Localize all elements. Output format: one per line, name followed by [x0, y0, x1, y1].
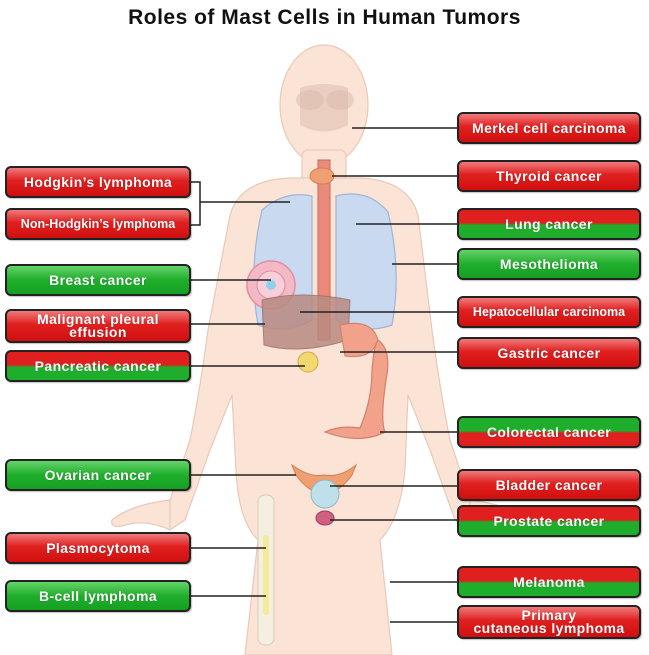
label-malignant-pleural-effusion: Malignant pleural effusion — [5, 309, 191, 343]
label-thyroid-cancer: Thyroid cancer — [457, 160, 641, 192]
label-melanoma: Melanoma — [457, 566, 641, 598]
pancreas — [297, 351, 319, 373]
thyroid — [309, 167, 335, 185]
label-non-hodgkins-lymphoma: Non-Hodgkin’s lymphoma — [5, 208, 191, 240]
label-hepatocellular-carcinoma: Hepatocellular carcinoma — [457, 296, 641, 328]
label-prostate-cancer: Prostate cancer — [457, 505, 641, 537]
connector-lines — [190, 127, 458, 623]
label-hodgkins-lymphoma: Hodgkin’s lymphoma — [5, 166, 191, 198]
label-mesothelioma: Mesothelioma — [457, 248, 641, 280]
label-breast-cancer: Breast cancer — [5, 264, 191, 296]
bladder — [310, 479, 340, 509]
label-b-cell-lymphoma: B-cell lymphoma — [5, 580, 191, 612]
label-pancreatic-cancer: Pancreatic cancer — [5, 350, 191, 382]
bone-marrow — [263, 535, 269, 615]
label-ovarian-cancer: Ovarian cancer — [5, 459, 191, 491]
label-plasmocytoma: Plasmocytoma — [5, 532, 191, 564]
liver — [261, 294, 351, 350]
face-features — [296, 84, 354, 132]
page-title: Roles of Mast Cells in Human Tumors — [128, 6, 521, 29]
label-gastric-cancer: Gastric cancer — [457, 337, 641, 369]
label-bladder-cancer: Bladder cancer — [457, 469, 641, 501]
label-merkel-cell-carcinoma: Merkel cell carcinoma — [457, 112, 641, 144]
label-lung-cancer: Lung cancer — [457, 208, 641, 240]
prostate — [315, 510, 335, 526]
intestine — [323, 339, 389, 440]
label-colorectal-cancer: Colorectal cancer — [457, 416, 641, 448]
label-primary-cutaneous-lymphoma: Primary cutaneous lymphoma — [457, 605, 641, 639]
